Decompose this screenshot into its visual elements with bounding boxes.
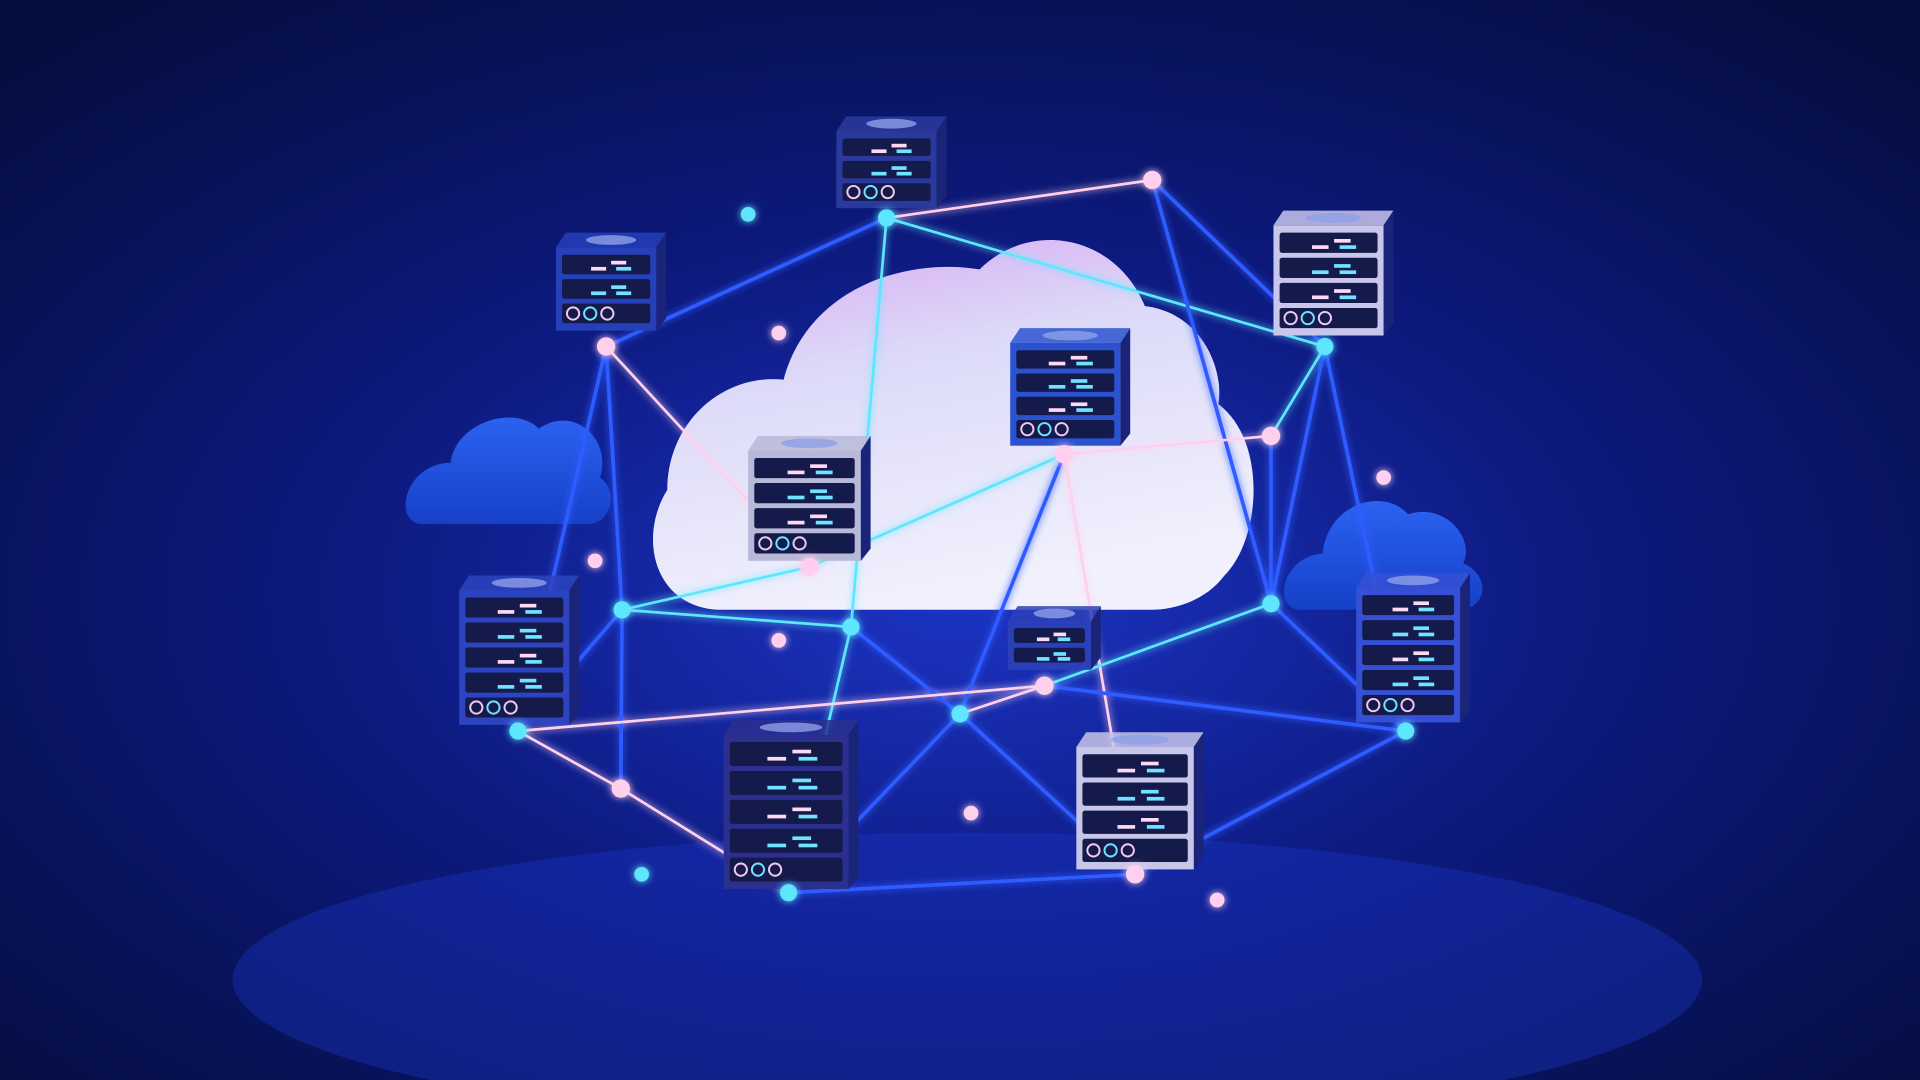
network-link bbox=[621, 565, 810, 612]
network-node-icon bbox=[611, 779, 630, 798]
floating-dot bbox=[1209, 892, 1225, 908]
server-racks bbox=[459, 116, 1470, 889]
floor-glow bbox=[232, 832, 1702, 1080]
server-rack-icon bbox=[1273, 210, 1394, 336]
network-link bbox=[849, 625, 962, 716]
floating-dots bbox=[587, 206, 1392, 908]
network-node-icon bbox=[1054, 445, 1074, 464]
network-node-icon bbox=[1316, 337, 1334, 356]
floating-dot bbox=[587, 553, 603, 569]
network-node-icon bbox=[951, 705, 969, 723]
network-node-icon bbox=[509, 722, 527, 740]
network-node-icon bbox=[1262, 595, 1280, 613]
network-nodes bbox=[509, 170, 1415, 902]
network-link bbox=[788, 872, 1136, 895]
network-node-icon bbox=[842, 618, 860, 636]
network-node-icon bbox=[877, 209, 896, 227]
network-link bbox=[959, 684, 1045, 716]
floating-dot bbox=[771, 325, 787, 341]
network-link bbox=[1269, 346, 1327, 605]
floating-dot bbox=[740, 206, 756, 222]
network-link bbox=[1150, 179, 1273, 605]
network-node-icon bbox=[1397, 722, 1415, 740]
network-link bbox=[958, 453, 1066, 715]
network-node-icon bbox=[1261, 426, 1281, 446]
network-link bbox=[1063, 434, 1272, 456]
network-link bbox=[618, 609, 624, 789]
network-link bbox=[886, 178, 1153, 220]
server-rack-icon bbox=[1010, 328, 1131, 446]
server-rack-icon bbox=[1356, 573, 1470, 723]
network-link bbox=[517, 729, 622, 790]
server-rack-icon bbox=[1076, 732, 1204, 870]
floating-dot bbox=[634, 866, 649, 882]
network-node-icon bbox=[1125, 865, 1145, 884]
network-node-icon bbox=[596, 337, 616, 356]
network-link bbox=[1044, 602, 1272, 687]
server-rack-icon bbox=[836, 116, 947, 209]
network-node-icon bbox=[613, 601, 631, 619]
floating-dot bbox=[963, 805, 979, 821]
server-rack-icon bbox=[1007, 606, 1101, 670]
cloud-icon bbox=[405, 417, 611, 525]
server-rack-icon bbox=[723, 720, 859, 889]
floating-dot bbox=[1376, 470, 1392, 485]
floating-dot bbox=[771, 633, 787, 648]
network-link bbox=[886, 216, 1326, 348]
network-link bbox=[1044, 683, 1406, 733]
network-link bbox=[604, 346, 624, 610]
network-node-icon bbox=[1035, 676, 1054, 695]
network-link bbox=[621, 608, 852, 629]
server-rack-icon bbox=[748, 435, 871, 561]
server-rack-icon bbox=[459, 575, 580, 725]
network-link bbox=[1269, 345, 1327, 437]
network-node-icon bbox=[800, 557, 819, 577]
network-link bbox=[517, 684, 1045, 733]
network-node-icon bbox=[780, 884, 798, 902]
server-rack-icon bbox=[555, 232, 667, 331]
network-node-icon bbox=[1143, 170, 1162, 190]
